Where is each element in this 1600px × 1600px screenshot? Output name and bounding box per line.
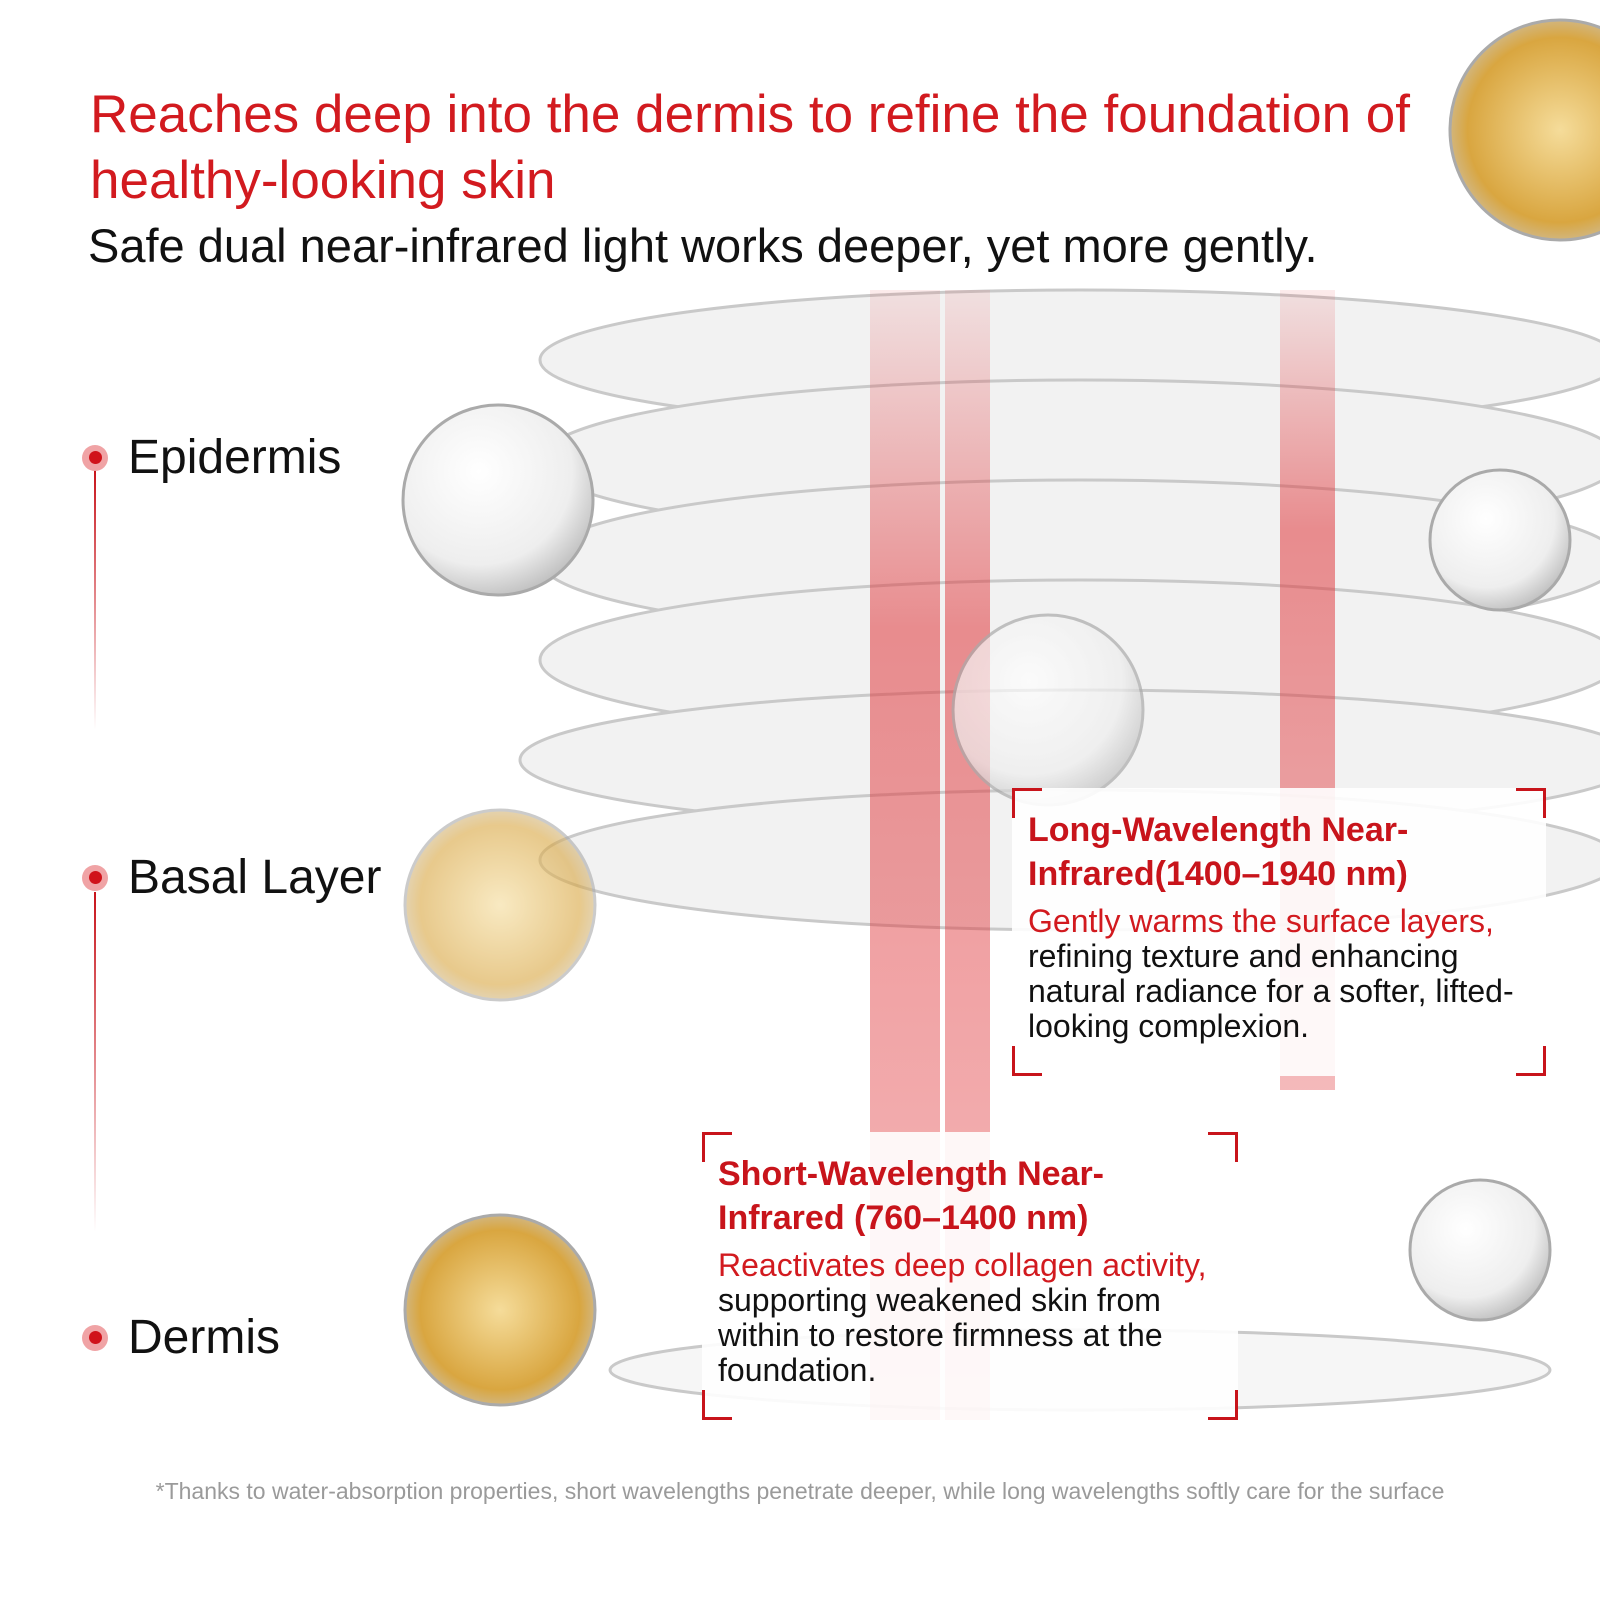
layer-label-basal: Basal Layer bbox=[82, 850, 381, 905]
card-text: supporting weakened skin from within to … bbox=[718, 1282, 1163, 1388]
card-text: refining texture and enhancing natural r… bbox=[1028, 938, 1514, 1044]
footnote: *Thanks to water-absorption properties, … bbox=[155, 1478, 1445, 1504]
card-highlight: Reactivates deep collagen activity, bbox=[718, 1247, 1207, 1283]
headline: Reaches deep into the dermis to refine t… bbox=[90, 85, 1410, 210]
long-wavelength-card: Long-Wavelength Near-Infrared(1400–1940 … bbox=[1012, 788, 1546, 1076]
bubbles bbox=[401, 18, 1600, 1407]
layer-label-text: Dermis bbox=[128, 1311, 280, 1364]
subheadline: Safe dual near-infrared light works deep… bbox=[88, 219, 1318, 272]
bullet-dot-icon bbox=[82, 444, 108, 471]
card-highlight: Gently warms the surface layers, bbox=[1028, 903, 1494, 939]
short-wavelength-card: Short-Wavelength Near-Infrared (760–1400… bbox=[702, 1132, 1238, 1420]
bullet-dot-icon bbox=[82, 864, 108, 891]
layer-label-epidermis: Epidermis bbox=[82, 430, 341, 485]
card-body: Gently warms the surface layers, refinin… bbox=[1028, 904, 1530, 1044]
layer-label-text: Basal Layer bbox=[128, 851, 382, 904]
card-title: Long-Wavelength Near-Infrared(1400–1940 … bbox=[1028, 811, 1409, 893]
card-title: Short-Wavelength Near-Infrared (760–1400… bbox=[718, 1155, 1105, 1237]
epidermis-connector-line bbox=[94, 470, 96, 730]
card-body: Reactivates deep collagen activity, supp… bbox=[718, 1248, 1222, 1388]
basal-connector-line bbox=[94, 892, 96, 1232]
layer-label-dermis: Dermis bbox=[82, 1310, 280, 1365]
bullet-dot-icon bbox=[82, 1324, 108, 1351]
layer-label-text: Epidermis bbox=[128, 431, 342, 484]
